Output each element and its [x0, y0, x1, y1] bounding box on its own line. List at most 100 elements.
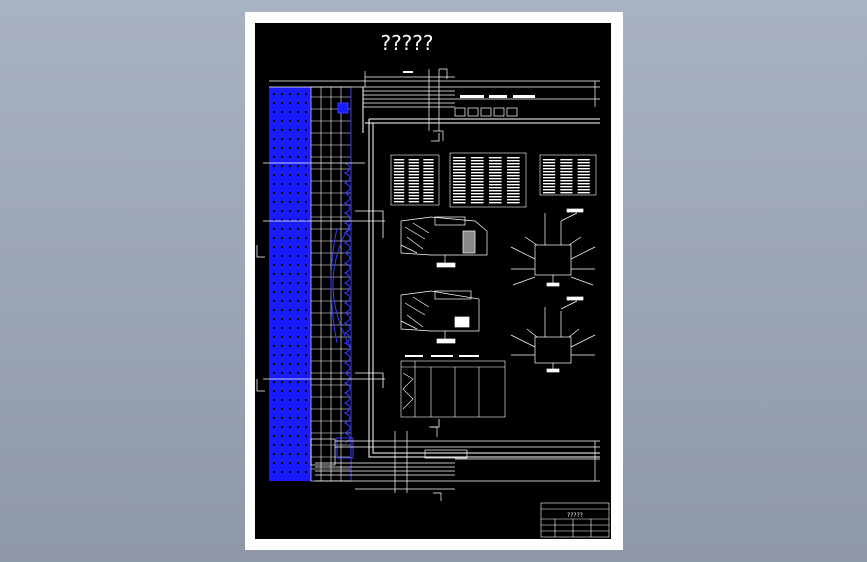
table-cell: [489, 199, 502, 201]
hatch-dot: [273, 399, 275, 401]
table-cell: [560, 162, 573, 164]
hatch-dot: [305, 138, 307, 140]
table-cell: [560, 186, 573, 188]
table-cell: [577, 159, 590, 161]
hatch-dot: [281, 183, 283, 185]
hatch-dot: [273, 120, 275, 122]
table-cell: [394, 189, 405, 191]
hatch-dot: [297, 426, 299, 428]
hatch-dot: [305, 417, 307, 419]
hatch-dot: [289, 417, 291, 419]
table-cell: [577, 171, 590, 173]
table-cell: [423, 162, 434, 164]
hatch-dot: [305, 435, 307, 437]
table-cell: [408, 177, 419, 179]
hatch-dot: [281, 408, 283, 410]
hatch-dot: [273, 345, 275, 347]
table-cell: [423, 186, 434, 188]
table-cell: [408, 195, 419, 197]
hatch-dot: [289, 327, 291, 329]
hatch-dot: [281, 273, 283, 275]
table-cell: [394, 171, 405, 173]
hatch-dot: [273, 165, 275, 167]
table-cell: [507, 184, 520, 186]
hatch-dot: [305, 327, 307, 329]
hatch-dot: [289, 453, 291, 455]
table-cell: [507, 181, 520, 183]
hatch-dot: [281, 219, 283, 221]
hatch-dot: [305, 291, 307, 293]
hatch-dot: [297, 219, 299, 221]
table-cell: [394, 177, 405, 179]
table-cell: [543, 189, 556, 191]
hatch-dot: [281, 345, 283, 347]
hatch-dot: [281, 264, 283, 266]
hatch-dot: [273, 174, 275, 176]
hatch-dot: [289, 363, 291, 365]
table-cell: [471, 202, 484, 204]
hatch-dot: [281, 462, 283, 464]
hatch-dot: [297, 93, 299, 95]
hatch-dot: [297, 327, 299, 329]
hatch-dot: [281, 111, 283, 113]
hatch-dot: [289, 345, 291, 347]
hatch-dot: [289, 435, 291, 437]
hatch-dot: [273, 381, 275, 383]
hatch-dot: [273, 246, 275, 248]
hatch-dot: [281, 282, 283, 284]
hatch-dot: [305, 372, 307, 374]
hatch-dot: [297, 336, 299, 338]
hatch-dot: [305, 309, 307, 311]
table-cell: [471, 190, 484, 192]
top-road-labels: [403, 71, 535, 98]
table-cell: [507, 178, 520, 180]
table-cell: [453, 166, 466, 168]
cad-drawing-canvas[interactable]: ?????: [255, 23, 611, 539]
table-cell: [453, 160, 466, 162]
table-cell: [577, 183, 590, 185]
section-detail-1: [400, 216, 488, 268]
hatch-dot: [273, 282, 275, 284]
table-cell: [408, 192, 419, 194]
table-cell: [471, 196, 484, 198]
hatch-dot: [305, 165, 307, 167]
hatch-dot: [281, 246, 283, 248]
table-cell: [489, 181, 502, 183]
table-cell: [408, 186, 419, 188]
hatch-dot: [297, 381, 299, 383]
table-cell: [423, 195, 434, 197]
hatch-dot: [289, 471, 291, 473]
table-cell: [507, 196, 520, 198]
hatch-dot: [289, 336, 291, 338]
hatch-dot: [281, 165, 283, 167]
hatch-dot: [297, 201, 299, 203]
hatch-dot: [297, 471, 299, 473]
table-cell: [489, 190, 502, 192]
table-cell: [489, 184, 502, 186]
hatch-dot: [273, 453, 275, 455]
hatch-dot: [289, 309, 291, 311]
hatch-dot: [273, 273, 275, 275]
table-cell: [471, 157, 484, 159]
title-block: [540, 502, 610, 538]
hatch-dot: [281, 156, 283, 158]
table-cell: [408, 165, 419, 167]
hatch-dot: [305, 246, 307, 248]
hatch-dot: [297, 138, 299, 140]
table-cell: [453, 181, 466, 183]
table-cell: [394, 195, 405, 197]
table-cell: [394, 159, 405, 161]
table-cell: [507, 163, 520, 165]
hatch-dot: [305, 282, 307, 284]
hatch-dot: [297, 165, 299, 167]
bracket-marks: [431, 133, 440, 428]
table-cell: [471, 175, 484, 177]
table-cell: [394, 168, 405, 170]
hatch-dot: [289, 444, 291, 446]
hatch-dot: [273, 219, 275, 221]
hatch-dot: [281, 372, 283, 374]
hatch-dot: [305, 192, 307, 194]
hatch-dot: [305, 111, 307, 113]
hatch-dot: [289, 426, 291, 428]
hatch-dot: [297, 237, 299, 239]
